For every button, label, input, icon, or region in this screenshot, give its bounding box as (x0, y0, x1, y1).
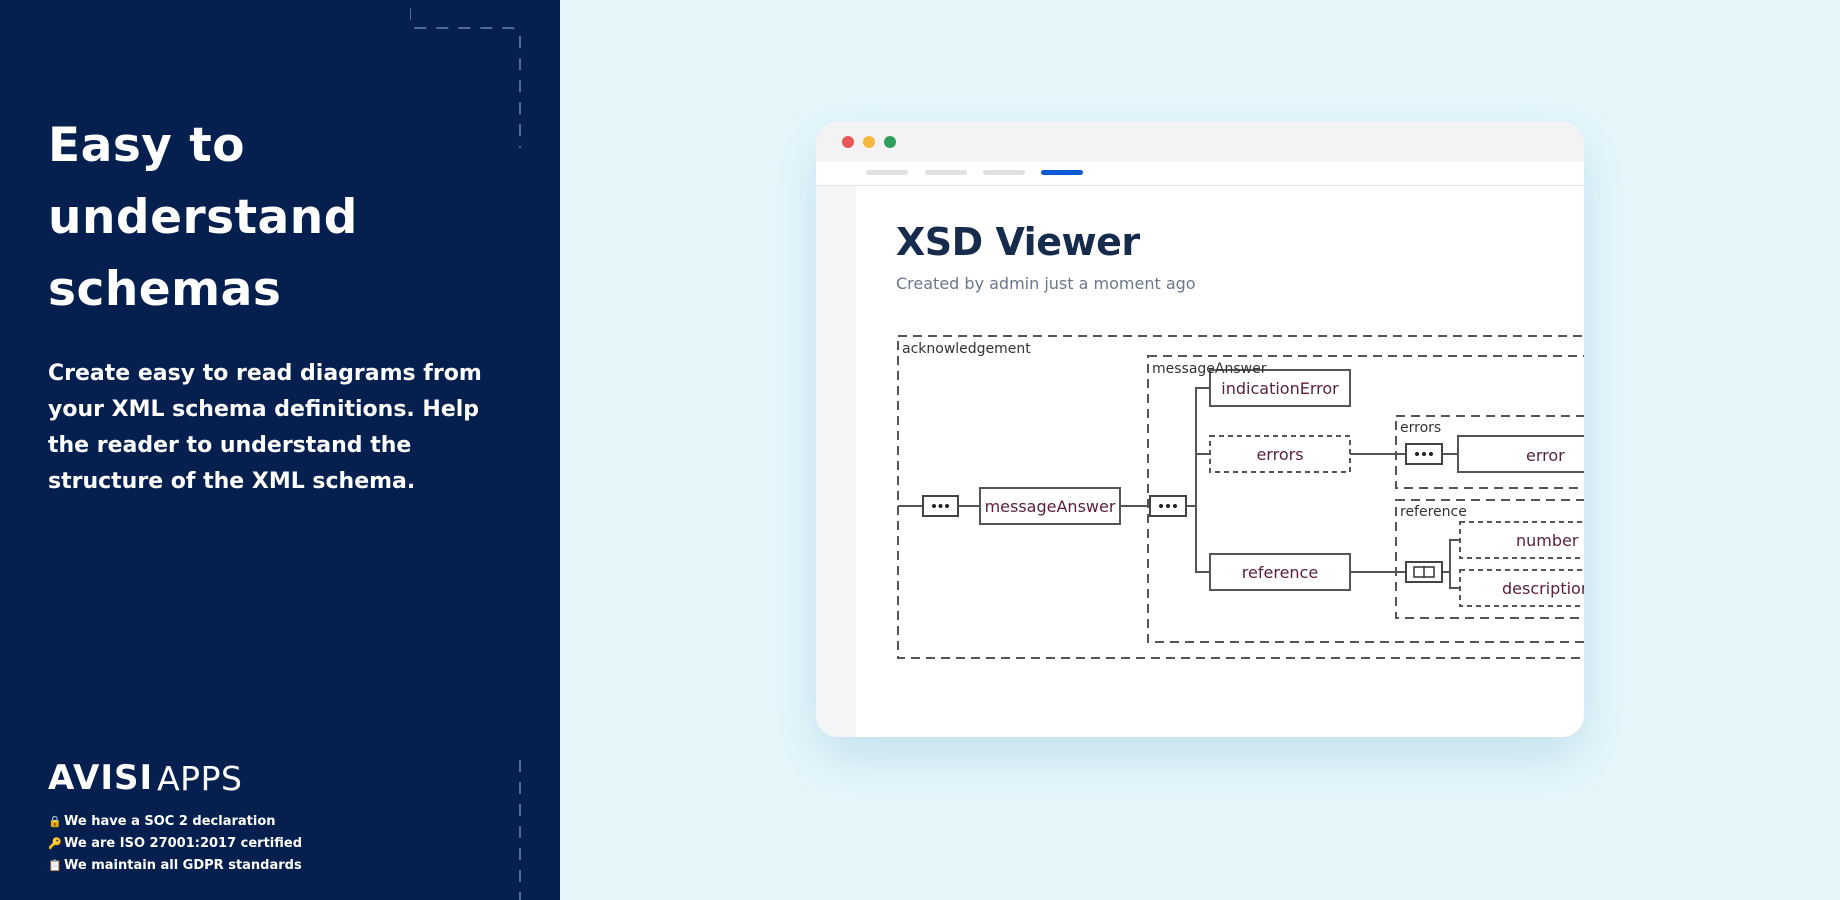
xsd-diagram-svg: acknowledgement messageAnswer errors ref… (897, 335, 1584, 659)
all-compositor-icon (1405, 561, 1443, 583)
browser-tab-bar (816, 162, 1584, 186)
hero-description: Create easy to read diagrams from your X… (48, 361, 482, 494)
reference-group-box (1395, 499, 1584, 619)
minimize-window-dot (863, 136, 875, 148)
element-box-number (1459, 521, 1584, 559)
confluence-page: XSD Viewer Created by admin just a momen… (816, 186, 1584, 737)
element-label-indicationError: indicationError (1221, 379, 1339, 398)
tab-active (1041, 170, 1083, 175)
element-label-error: error (1526, 446, 1565, 465)
element-box-errors (1209, 435, 1351, 473)
maximize-window-dot (884, 136, 896, 148)
element-label-messageAnswer: messageAnswer (985, 497, 1116, 516)
avisi-apps-logo: AVISI APPS (48, 758, 243, 798)
element-label-description: description (1502, 579, 1584, 598)
clipboard-icon: 📋 (48, 858, 62, 872)
element-box-description (1459, 569, 1584, 607)
tab-placeholder (925, 170, 967, 175)
decorative-dashed-line (519, 760, 521, 900)
acknowledgement-group-box (897, 335, 1584, 659)
page-meta: Created by admin just a moment ago (896, 274, 1196, 293)
tab-placeholder (983, 170, 1025, 175)
sequence-compositor-icon (1149, 495, 1187, 517)
element-box-reference (1209, 553, 1351, 591)
logo-strong-text: AVISI (48, 758, 154, 798)
certification-text: We have a SOC 2 declaration (64, 813, 276, 829)
lock-icon: 🔒 (48, 814, 62, 828)
close-window-dot (842, 136, 854, 148)
group-label-acknowledgement: acknowledgement (902, 341, 1031, 357)
group-label-reference: reference (1400, 504, 1467, 520)
messageAnswer-group-box (1147, 355, 1584, 643)
certification-text: We are ISO 27001:2017 certified (64, 835, 303, 851)
page-sidebar (816, 186, 856, 737)
logo-light-text: APPS (157, 758, 243, 798)
element-label-reference: reference (1242, 563, 1318, 582)
group-label-messageAnswer: messageAnswer (1152, 361, 1267, 377)
sequence-compositor-icon (922, 495, 959, 517)
element-box-indicationError (1209, 369, 1351, 407)
certification-item: 🔑 We are ISO 27001:2017 certified (48, 832, 302, 854)
certification-item: 📋 We maintain all GDPR standards (48, 854, 302, 876)
xsd-diagram: acknowledgement messageAnswer errors ref… (896, 332, 1584, 662)
browser-mockup: XSD Viewer Created by admin just a momen… (816, 122, 1584, 737)
group-label-errors: errors (1400, 420, 1441, 436)
element-box-messageAnswer (979, 487, 1121, 525)
browser-titlebar (816, 122, 1584, 162)
left-panel: Easy to understand schemas Create easy t… (0, 0, 560, 900)
certification-text: We maintain all GDPR standards (64, 857, 302, 873)
decorative-dashed-line (410, 8, 521, 148)
key-icon: 🔑 (48, 836, 62, 850)
hero-headline: Easy to understand schemas (48, 118, 358, 317)
certification-item: 🔒 We have a SOC 2 declaration (48, 810, 302, 832)
sequence-compositor-icon (1405, 443, 1443, 465)
element-box-error (1457, 435, 1584, 473)
element-label-errors: errors (1256, 445, 1303, 464)
page-title: XSD Viewer (896, 220, 1140, 264)
tab-placeholder (866, 170, 908, 175)
errors-group-box (1395, 415, 1584, 489)
element-label-number: number (1516, 531, 1579, 550)
certification-list: 🔒 We have a SOC 2 declaration 🔑 We are I… (48, 810, 302, 876)
